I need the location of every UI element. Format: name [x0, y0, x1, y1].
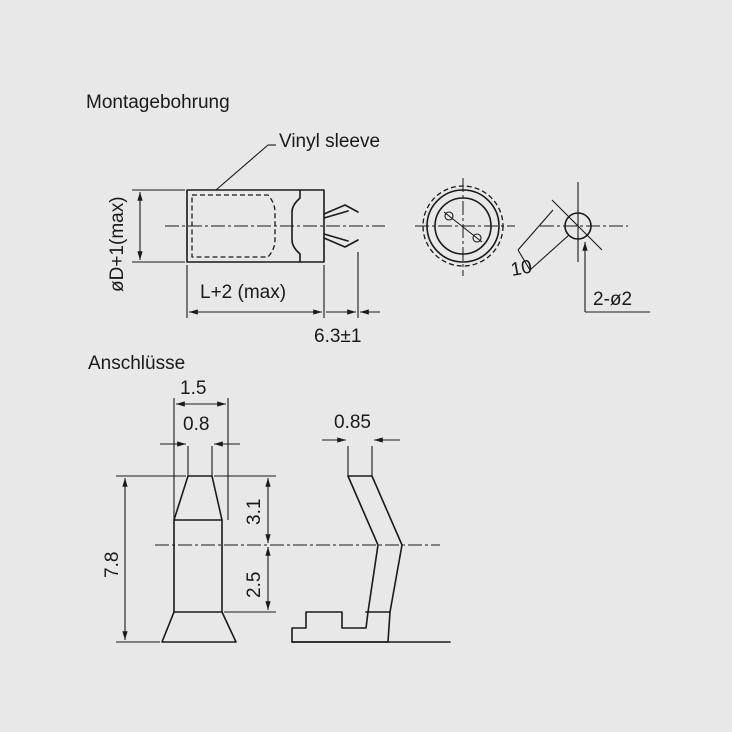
- diameter-dimension: øD+1(max): [107, 189, 185, 292]
- terminal-front-view: [155, 398, 440, 643]
- width-outer-dimension: 1.5: [176, 378, 226, 407]
- height-total-dimension: 7.8: [102, 475, 186, 643]
- lead-spacing-dimension: 6.3±1: [314, 252, 380, 347]
- thickness-label: 0.85: [334, 412, 371, 433]
- thickness-dimension: 0.85: [322, 412, 400, 443]
- width-inner-dimension: 0.8: [160, 414, 240, 447]
- height-upper-dimension: 3.1: [214, 475, 276, 543]
- angle-label: 10: [509, 257, 533, 281]
- length-label: L+2 (max): [200, 282, 286, 303]
- height-lower-dimension: 2.5: [224, 547, 276, 613]
- width-outer-label: 1.5: [180, 378, 206, 399]
- hole-detail: 10 2-ø2: [509, 182, 650, 313]
- length-dimension: L+2 (max): [186, 265, 325, 318]
- capacitor-side-view: [165, 189, 385, 263]
- terminal-side-view: [291, 446, 451, 643]
- terminals-title: Anschlüsse: [88, 353, 185, 374]
- capacitor-end-view: [415, 178, 515, 276]
- height-total-label: 7.8: [102, 552, 123, 578]
- sleeve-label: Vinyl sleeve: [279, 131, 380, 152]
- height-upper-label: 3.1: [244, 499, 265, 525]
- holes-label: 2-ø2: [593, 289, 632, 310]
- height-lower-label: 2.5: [244, 572, 265, 598]
- sleeve-callout: Vinyl sleeve: [215, 131, 380, 191]
- mounting-title: Montagebohrung: [86, 92, 230, 113]
- width-inner-label: 0.8: [183, 414, 209, 435]
- lead-spacing-label: 6.3±1: [314, 326, 361, 347]
- diameter-label: øD+1(max): [107, 196, 128, 292]
